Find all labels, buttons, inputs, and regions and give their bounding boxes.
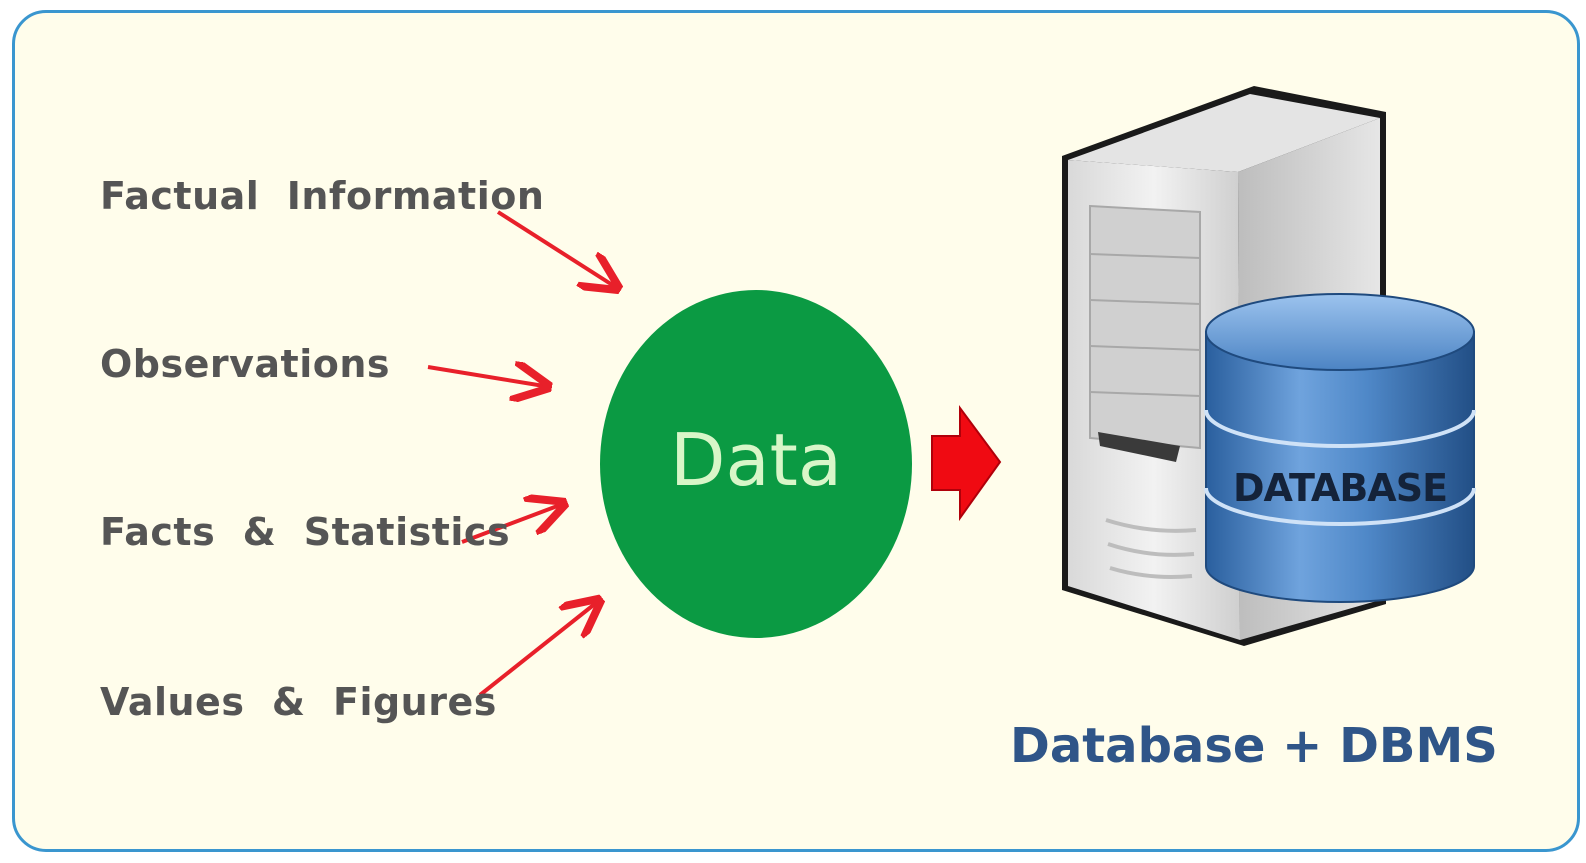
arrow-facts-statistics bbox=[461, 505, 560, 544]
block-arrow-right-icon bbox=[931, 404, 1002, 522]
label-facts-statistics: Facts & Statistics bbox=[100, 510, 511, 554]
label-factual-information: Factual Information bbox=[100, 174, 545, 218]
arrow-observations bbox=[427, 367, 544, 386]
arrow-values-figures bbox=[478, 603, 596, 697]
storage-caption: Database + DBMS bbox=[1010, 718, 1498, 774]
data-circle-label: Data bbox=[670, 418, 842, 502]
arrow-factual-information bbox=[496, 210, 614, 286]
label-observations: Observations bbox=[100, 342, 391, 386]
label-values-figures: Values & Figures bbox=[100, 680, 497, 724]
data-circle: Data bbox=[600, 290, 912, 638]
database-cylinder-label: DATABASE bbox=[1232, 466, 1448, 510]
database-cylinder-icon bbox=[1204, 293, 1476, 603]
